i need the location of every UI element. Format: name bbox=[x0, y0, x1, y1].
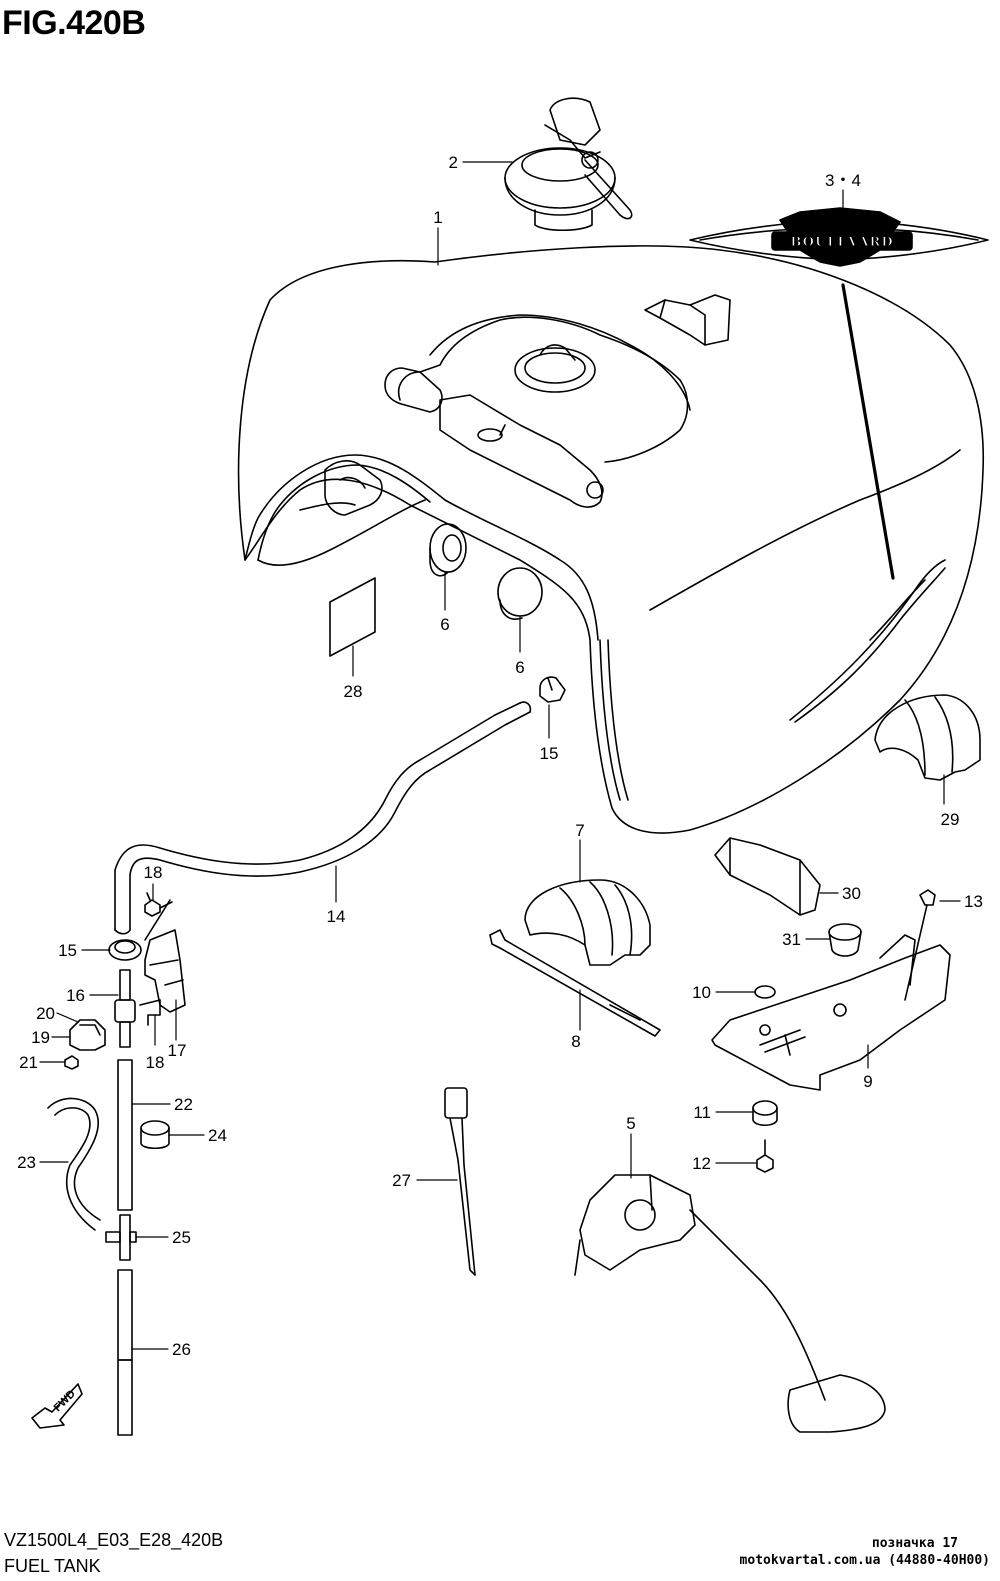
callout-31: 30 bbox=[842, 884, 861, 903]
washer-part-10 bbox=[754, 985, 776, 999]
leader-lines bbox=[39, 161, 961, 1350]
callout-7: 7 bbox=[575, 821, 584, 840]
emblem-badge-text: BOULEVARD bbox=[790, 235, 893, 250]
cushion-part-30 bbox=[874, 694, 981, 781]
block-part-31 bbox=[714, 837, 821, 916]
callout-20: 19 bbox=[31, 1028, 50, 1047]
cushion-part-6-upper bbox=[429, 523, 467, 577]
callout-numbers: 2 1 3・4 6 6 28 15 14 29 7 8 30 13 31 10 … bbox=[17, 153, 983, 1359]
emblem-guide-line bbox=[841, 283, 895, 580]
callout-15-upper: 15 bbox=[540, 744, 559, 763]
section-name: FUEL TANK bbox=[4, 1556, 101, 1576]
rubber-part-32 bbox=[828, 923, 862, 957]
callout-21: 20 bbox=[36, 1004, 55, 1023]
fuel-cap-part-2 bbox=[504, 97, 633, 232]
model-code: VZ1500L4_E03_E28_420B bbox=[4, 1530, 224, 1550]
callout-6-upper: 6 bbox=[440, 615, 449, 634]
callout-25: 24 bbox=[208, 1126, 227, 1145]
callout-16: 16 bbox=[66, 986, 85, 1005]
tee-joint-part-26 bbox=[105, 1214, 137, 1261]
callout-24: 23 bbox=[17, 1153, 36, 1172]
callout-30: 29 bbox=[941, 810, 960, 829]
callout-17: 17 bbox=[168, 1041, 187, 1060]
watermark-site: motokvartal.com.ua (44880-40H00) bbox=[739, 1553, 990, 1568]
hose-part-27 bbox=[117, 1269, 133, 1436]
hose-part-24 bbox=[47, 1097, 101, 1231]
callout-13: 13 bbox=[964, 892, 983, 911]
callout-10: 10 bbox=[692, 983, 711, 1002]
clamp-part-20-21 bbox=[69, 1019, 106, 1051]
callout-11: 11 bbox=[693, 1103, 711, 1122]
callout-1: 1 bbox=[433, 208, 442, 227]
breather-hose-part-14 bbox=[114, 701, 532, 935]
callout-15-lower: 15 bbox=[58, 941, 77, 960]
cushion-part-7 bbox=[524, 879, 651, 966]
callout-23: 22 bbox=[174, 1095, 193, 1114]
callout-29: 28 bbox=[344, 682, 363, 701]
screw-part-22 bbox=[64, 1055, 79, 1070]
bracket-part-9 bbox=[711, 934, 951, 1091]
label-part-29 bbox=[329, 577, 376, 657]
grommet-part-11 bbox=[752, 1100, 778, 1127]
callout-5: 5 bbox=[626, 1114, 635, 1133]
callout-18: 18 bbox=[146, 1053, 165, 1072]
callout-32: 31 bbox=[782, 930, 801, 949]
callout-19: 18 bbox=[144, 863, 163, 882]
bolt-part-13 bbox=[904, 889, 936, 1001]
figure-title: FIG.420B bbox=[2, 4, 146, 42]
tie-part-28 bbox=[444, 1087, 476, 1276]
callout-14: 14 bbox=[327, 907, 346, 926]
watermark-mark: позначка 17 bbox=[871, 1536, 958, 1551]
forward-direction-arrow bbox=[31, 1383, 83, 1429]
bracket-part-17 bbox=[144, 899, 186, 1013]
boulevard-emblem-part-3-4 bbox=[689, 207, 989, 267]
callout-8: 8 bbox=[571, 1032, 580, 1051]
valve-part-16 bbox=[114, 969, 136, 1048]
forward-label: FWD bbox=[52, 1388, 78, 1414]
clamp-part-15-upper bbox=[539, 676, 566, 703]
callout-27: 26 bbox=[172, 1340, 191, 1359]
callout-28: 27 bbox=[392, 1171, 411, 1190]
clip-part-18 bbox=[139, 999, 161, 1026]
cable-tie-part-8 bbox=[489, 929, 661, 1037]
cap-part-25 bbox=[140, 1120, 170, 1150]
callout-26: 25 bbox=[172, 1228, 191, 1247]
hose-part-23 bbox=[117, 1059, 133, 1211]
callout-6-lower: 6 bbox=[515, 658, 524, 677]
callout-9: 9 bbox=[863, 1072, 872, 1091]
clamp-part-15-lower bbox=[108, 939, 142, 961]
callout-22: 21 bbox=[19, 1053, 38, 1072]
cushion-part-6-lower bbox=[497, 567, 543, 620]
fuel-level-sender-part-5 bbox=[574, 1174, 886, 1433]
callout-12: 12 bbox=[692, 1154, 711, 1173]
callout-3-4: 3・4 bbox=[825, 171, 861, 190]
callout-2: 2 bbox=[449, 153, 458, 172]
fuel-tank-part-1 bbox=[237, 245, 985, 834]
bolt-part-12 bbox=[756, 1139, 774, 1173]
